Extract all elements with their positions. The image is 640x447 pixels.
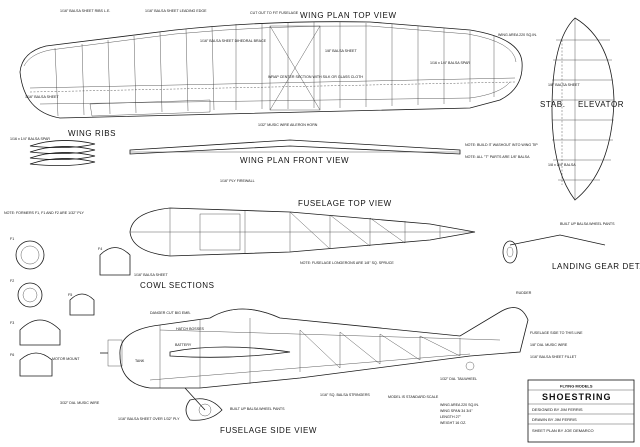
tail-wheel — [465, 361, 475, 371]
svg-text:1/16" BALSA SHEET OVER 1/32" P: 1/16" BALSA SHEET OVER 1/32" PLY — [118, 417, 180, 421]
main-spar — [29, 77, 516, 89]
fuselage-side-view: FUSELAGE SIDE VIEW — [52, 291, 583, 435]
wheel-pant — [185, 398, 223, 421]
title-designed-by: DESIGNED BY JIM FERRIS — [532, 407, 583, 412]
svg-text:HATCH BOSSES: HATCH BOSSES — [176, 327, 204, 331]
svg-text:F6: F6 — [10, 353, 14, 357]
note-dihedral: 1/16" BALSA SHEET DIHEDRAL BRACE — [200, 39, 267, 43]
note-spar: 1/16 x 1/4" BALSA SPAR — [430, 61, 470, 65]
landing-gear-detail: LANDING GEAR DETAIL BUILT UP BALSA WHEEL… — [502, 222, 640, 271]
rudder-outline — [499, 307, 529, 321]
wing-outline — [19, 21, 523, 119]
wing-ribs-detail: WING RIBS 1/16 x 1/4" BALSA SPAR — [10, 129, 116, 166]
svg-text:TANK: TANK — [135, 359, 145, 363]
stab-ribs — [552, 39, 614, 181]
wing-plan-top-view: WING PLAN TOP VIEW — [19, 9, 537, 127]
svg-text:MOTOR MOUNT: MOTOR MOUNT — [52, 357, 80, 361]
fuselage-top-view: FUSELAGE TOP VIEW NOTE: FORMERS F1, F1 A… — [4, 179, 476, 277]
note-balsa-sheet: 1/8" BALSA SHEET — [325, 49, 357, 53]
svg-text:1/8 x 1/4" BALSA: 1/8 x 1/4" BALSA — [548, 163, 576, 167]
spec-length: LENGTH 27" — [440, 415, 462, 419]
fuselage-side-title: FUSELAGE SIDE VIEW — [220, 426, 317, 435]
landing-gear-title: LANDING GEAR DETAIL — [552, 262, 640, 271]
stab-title: STAB. — [540, 100, 566, 109]
wing-plan-top-title: WING PLAN TOP VIEW — [300, 11, 397, 20]
leading-edge-sheet — [23, 25, 517, 67]
former-f1 — [15, 240, 45, 270]
svg-text:DANGER CUT BIG EMB.: DANGER CUT BIG EMB. — [150, 311, 191, 315]
gear-wheel-pant — [502, 240, 518, 264]
fuselage-top-bays — [169, 208, 441, 256]
note-aileron-horn: 1/32" MUSIC WIRE AILERON HORN — [258, 123, 318, 127]
wing-ribs-top — [54, 22, 495, 117]
note-ribs: 1/16" BALSA SHEET RIBS L.E. — [60, 9, 110, 13]
specs-block: WING AREA 220 SQ.IN. WING SPAN 34 3/4" L… — [388, 395, 479, 425]
cockpit-area — [199, 213, 241, 251]
svg-text:F4: F4 — [98, 247, 102, 251]
title-block: FLYING MODELS SHOESTRING DESIGNED BY JIM… — [527, 379, 635, 443]
spec-weight: WEIGHT 16 OZ. — [440, 421, 466, 425]
note-t-parts: NOTE: ALL "T" PARTS ARE 1/8" BALSA — [465, 155, 530, 159]
wing-plan-front-view: WING PLAN FRONT VIEW NOTE: BUILD IT WASH… — [129, 139, 538, 165]
svg-text:1/16" PLY FIREWALL: 1/16" PLY FIREWALL — [220, 179, 255, 183]
wing-front-outline — [129, 139, 461, 155]
former-f6 — [19, 352, 53, 377]
stab-outline — [551, 17, 615, 201]
center-section — [269, 25, 321, 111]
svg-text:BUILT UP BALSA WHEEL PANTS: BUILT UP BALSA WHEEL PANTS — [230, 407, 285, 411]
svg-text:1/16" BALSA SHEET: 1/16" BALSA SHEET — [134, 273, 168, 277]
wing-section — [169, 346, 291, 358]
note-scale: MODEL IS STANDARD SCALE — [388, 395, 439, 399]
rudder-title: RUDDER — [516, 291, 532, 295]
cowl-sections: COWL SECTIONS F1 F2 F3 F4 F5 F6 — [10, 237, 215, 377]
svg-text:1/8" BALSA SHEET: 1/8" BALSA SHEET — [548, 83, 580, 87]
svg-text:1/16" BALSA SHEET FILLET: 1/16" BALSA SHEET FILLET — [530, 355, 577, 359]
wing-ribs-title: WING RIBS — [68, 129, 116, 138]
note-formers: NOTE: FORMERS F1, F1 AND F2 ARE 1/32" PL… — [4, 211, 84, 215]
svg-text:1/32" DIA. TAILWHEEL: 1/32" DIA. TAILWHEEL — [440, 377, 477, 381]
elevator-title: ELEVATOR — [578, 100, 624, 109]
former-f3 — [19, 319, 61, 346]
spec-wing-area: WING AREA 220 SQ.IN. — [440, 403, 479, 407]
svg-text:FUSELAGE SIDE TO THIS LINE: FUSELAGE SIDE TO THIS LINE — [530, 331, 583, 335]
fuselage-truss — [299, 329, 461, 372]
title-drawn-by: DRAWN BY JIM FERRIS — [532, 417, 577, 422]
svg-text:F3: F3 — [10, 321, 14, 325]
svg-text:COWL SECTIONS: COWL SECTIONS — [140, 281, 215, 290]
note-longerons: NOTE: FUSELAGE LONGERONS ARE 1/8" SQ. SP… — [300, 261, 394, 265]
title-model-name: SHOESTRING — [542, 392, 612, 402]
former-f4 — [99, 247, 131, 276]
former-f2 — [17, 282, 43, 308]
rear-spar — [29, 81, 516, 93]
note-leading-edge: 1/16" BALSA SHEET LEADING EDGE — [145, 9, 207, 13]
canopy — [209, 308, 281, 319]
fuselage-side-outline — [119, 307, 529, 389]
wing-plan-front-title: WING PLAN FRONT VIEW — [240, 156, 349, 165]
svg-text:3/32" DIA. MUSIC WIRE: 3/32" DIA. MUSIC WIRE — [60, 401, 100, 405]
note-washout: NOTE: BUILD IT WASHOUT INTO WING TIP — [465, 143, 538, 147]
fuselage-top-title: FUSELAGE TOP VIEW — [298, 199, 392, 208]
gear-wire — [509, 234, 606, 246]
trailing-edge-line — [39, 81, 511, 105]
title-sheet: SHEET PLAN BY JOE DEMARCO — [532, 428, 594, 433]
svg-text:1/16 x 1/4" BALSA SPAR: 1/16 x 1/4" BALSA SPAR — [10, 137, 50, 141]
svg-text:1/16" SQ. BALSA STRINGERS: 1/16" SQ. BALSA STRINGERS — [320, 393, 370, 397]
svg-text:F1: F1 — [10, 237, 14, 241]
stab-elevator-view: STAB. ELEVATOR 1/8" BALSA SHEET 1/8 x 1/… — [540, 17, 624, 201]
svg-text:BATTERY: BATTERY — [175, 343, 192, 347]
wheel — [198, 403, 212, 417]
note-sheet: 1/16" BALSA SHEET — [25, 95, 59, 99]
former-f5 — [69, 293, 95, 316]
title-brand: FLYING MODELS — [560, 384, 593, 389]
note-center-wrap: WRAP CENTER SECTION WITH SILK OR GLASS C… — [268, 75, 363, 79]
svg-text:1/8" DIA. MUSIC WIRE: 1/8" DIA. MUSIC WIRE — [530, 343, 568, 347]
spec-wing-span: WING SPAN 34 3/4" — [440, 409, 473, 413]
note-cutout: CUT OUT TO FIT FUSELAGE — [250, 11, 299, 15]
aileron-left — [89, 99, 211, 117]
note-wing-area: WING AREA 220 SQ.IN. — [498, 33, 537, 37]
svg-text:BUILT UP BALSA WHEEL PANTS: BUILT UP BALSA WHEEL PANTS — [560, 222, 615, 226]
svg-text:F5: F5 — [68, 293, 72, 297]
svg-text:F2: F2 — [10, 279, 14, 283]
